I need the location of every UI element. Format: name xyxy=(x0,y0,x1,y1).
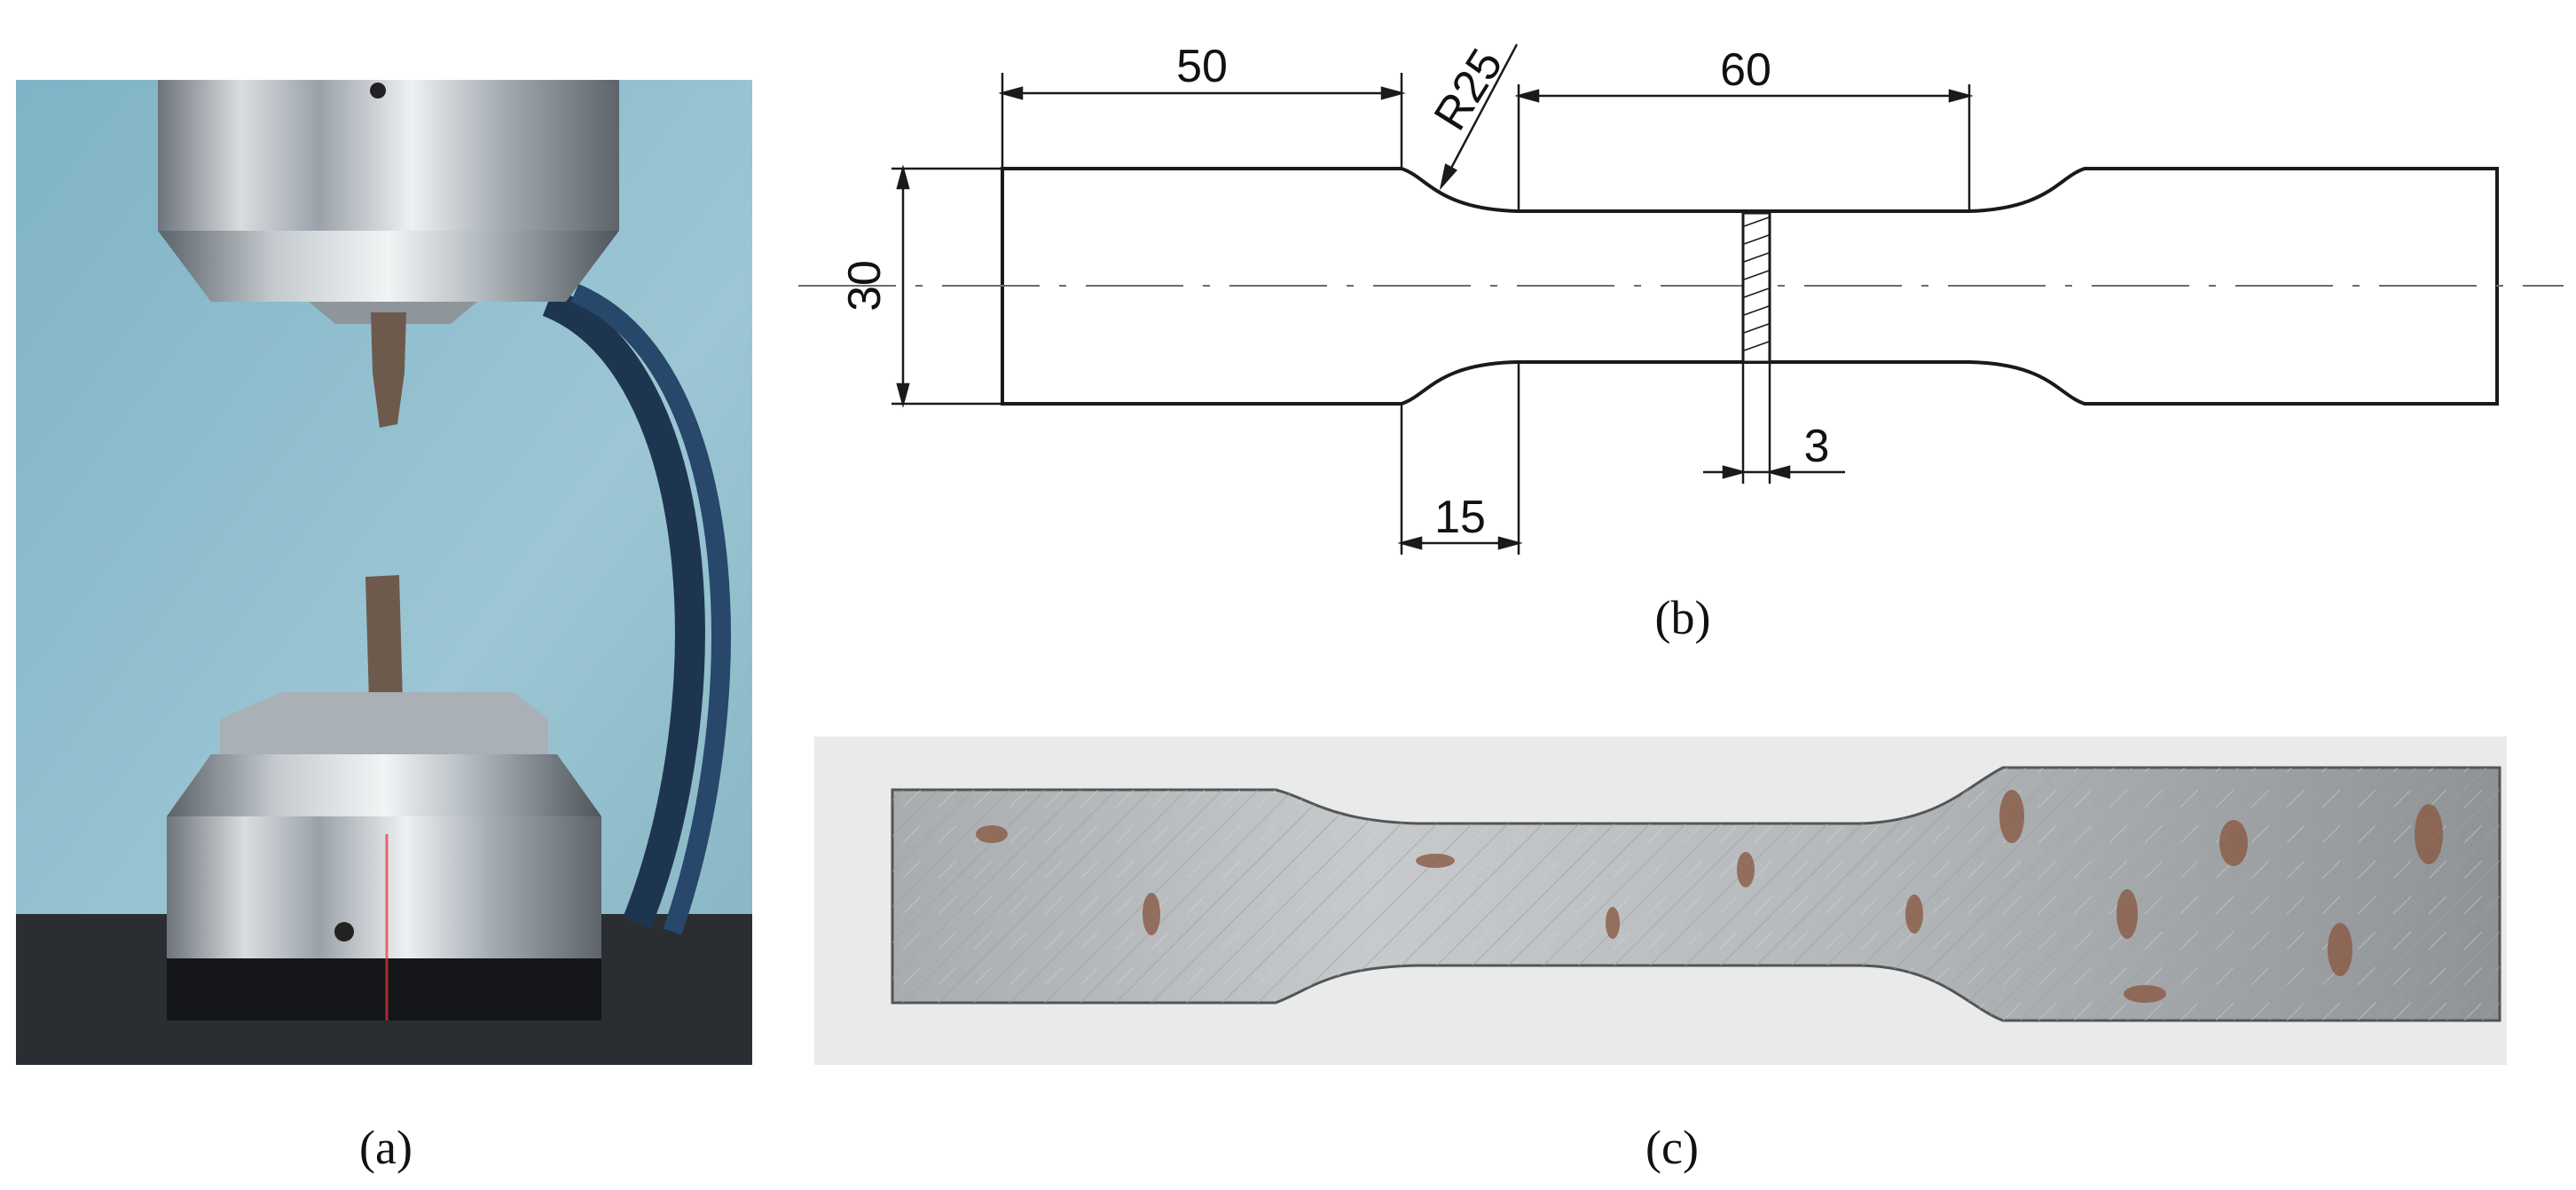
lower-grip-housing xyxy=(167,816,601,967)
hydraulic-cable-2 xyxy=(570,283,731,935)
dim-grip-length: 50 xyxy=(1176,41,1228,92)
caption-a: (a) xyxy=(359,1121,412,1174)
dim-thickness: 3 xyxy=(1804,421,1830,472)
caption-c: (c) xyxy=(1645,1121,1699,1174)
lower-broken-specimen xyxy=(365,575,403,701)
panel-c-photo xyxy=(814,737,2507,1065)
lower-grip-label-band xyxy=(167,958,601,1021)
hydraulic-cable xyxy=(542,288,705,929)
dim-width: 30 xyxy=(839,260,891,311)
rust-spots xyxy=(976,790,2443,1003)
lower-jaw-fins xyxy=(220,692,548,754)
panel-b-drawing: 50 60 R25 30 xyxy=(781,0,2576,568)
specimen-outline xyxy=(1001,167,2499,406)
lower-grip-bolt-hole xyxy=(334,922,354,942)
upper-grip-cone xyxy=(158,231,619,302)
upper-broken-specimen xyxy=(371,312,406,428)
dim-transition-length: 15 xyxy=(1434,492,1486,543)
upper-grip-bolt-hole xyxy=(370,83,386,99)
panel-a-photo xyxy=(16,80,752,1065)
cross-section-hatch xyxy=(1741,211,1771,364)
dim-fillet-radius: R25 xyxy=(1425,40,1513,139)
specimen-photo xyxy=(814,737,2507,1065)
dim-gauge-length: 60 xyxy=(1720,44,1771,96)
caption-b: (b) xyxy=(1654,591,1711,644)
lower-grip-cone xyxy=(167,754,601,816)
testing-machine-photo xyxy=(16,80,752,1065)
specimen-drawing: 50 60 R25 30 xyxy=(798,40,2564,555)
upper-grip-housing xyxy=(158,80,619,231)
